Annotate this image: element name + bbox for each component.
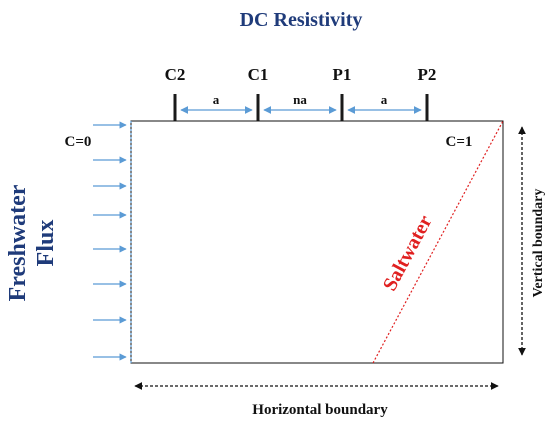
electrode-label-p1: P1 [333,65,352,84]
freshwater-flux-arrows [93,121,127,361]
horizontal-boundary-label: Horizontal boundary [252,402,388,418]
electrode-label-c2: C2 [165,65,186,84]
vertical-boundary-label: Vertical boundary [531,189,546,298]
boundary-condition-left: C=0 [65,134,92,150]
electrode-label-p2: P2 [418,65,437,84]
saltwater-label: Saltwater [379,212,437,295]
freshwater-label-line2: Flux [33,220,59,267]
saltwater-interface [372,120,504,364]
diagram-title: DC Resistivity [240,9,363,31]
boundary-condition-right: C=1 [446,134,473,150]
electrode-label-c1: C1 [248,65,269,84]
spacing-label-right: a [381,92,388,107]
freshwater-label-line1: Freshwater [5,184,31,301]
spacing-label-middle: na [293,92,307,107]
model-domain [130,120,504,364]
spacing-label-left: a [213,92,220,107]
